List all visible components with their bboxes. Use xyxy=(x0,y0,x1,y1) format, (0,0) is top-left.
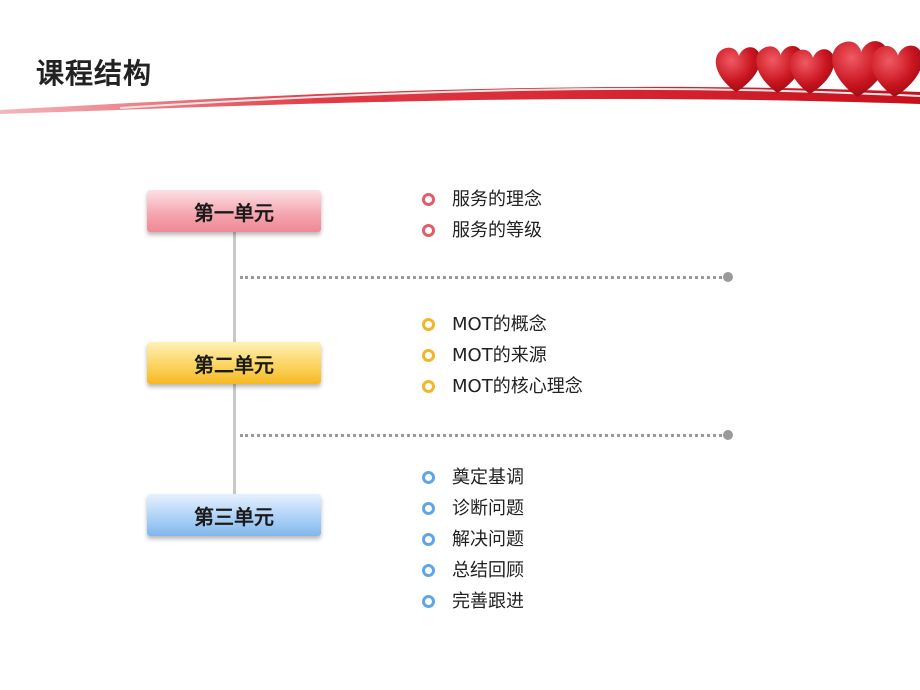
list-item: 完善跟进 xyxy=(420,586,524,617)
unit-2-label: 第二单元 xyxy=(147,342,321,384)
ring-bullet-icon xyxy=(422,224,435,237)
list-item: MOT的来源 xyxy=(420,340,583,371)
list-item: MOT的概念 xyxy=(420,309,583,340)
topic-text: 奠定基调 xyxy=(452,467,524,488)
ring-bullet-icon xyxy=(422,471,435,484)
heart-icon xyxy=(789,49,835,94)
list-item: 解决问题 xyxy=(420,524,524,555)
list-item: MOT的核心理念 xyxy=(420,371,583,402)
hearts-decoration xyxy=(715,41,920,97)
unit-2-topic-list: MOT的概念 MOT的来源 MOT的核心理念 xyxy=(420,309,583,402)
red-swoosh-decoration xyxy=(0,86,920,114)
topic-text: 诊断问题 xyxy=(452,498,524,519)
topic-text: 服务的等级 xyxy=(452,220,542,241)
topic-text: 完善跟进 xyxy=(452,591,524,612)
heart-icon xyxy=(871,45,920,97)
topic-text: 总结回顾 xyxy=(452,560,524,581)
page-title: 课程结构 xyxy=(36,57,153,90)
ring-bullet-icon xyxy=(422,564,435,577)
unit-3-topic-list: 奠定基调 诊断问题 解决问题 总结回顾 完善跟进 xyxy=(420,462,524,617)
ring-bullet-icon xyxy=(422,533,435,546)
unit-1-label: 第一单元 xyxy=(147,190,321,232)
topic-text: 服务的理念 xyxy=(452,189,542,210)
topic-text: MOT的概念 xyxy=(452,314,547,335)
ring-bullet-icon xyxy=(422,380,435,393)
divider-line xyxy=(240,434,722,437)
list-item: 总结回顾 xyxy=(420,555,524,586)
list-item: 服务的等级 xyxy=(420,215,542,246)
divider-line xyxy=(240,276,722,279)
ring-bullet-icon xyxy=(422,502,435,515)
ring-bullet-icon xyxy=(422,595,435,608)
divider-endpoint xyxy=(723,430,733,440)
unit-3-label: 第三单元 xyxy=(147,494,321,536)
ring-bullet-icon xyxy=(422,349,435,362)
list-item: 服务的理念 xyxy=(420,184,542,215)
heart-icon xyxy=(715,47,761,92)
topic-text: MOT的核心理念 xyxy=(452,376,583,397)
unit-1-topic-list: 服务的理念 服务的等级 xyxy=(420,184,542,246)
topic-text: MOT的来源 xyxy=(452,345,547,366)
topic-text: 解决问题 xyxy=(452,529,524,550)
list-item: 奠定基调 xyxy=(420,462,524,493)
ring-bullet-icon xyxy=(422,193,435,206)
divider-endpoint xyxy=(723,272,733,282)
list-item: 诊断问题 xyxy=(420,493,524,524)
ring-bullet-icon xyxy=(422,318,435,331)
